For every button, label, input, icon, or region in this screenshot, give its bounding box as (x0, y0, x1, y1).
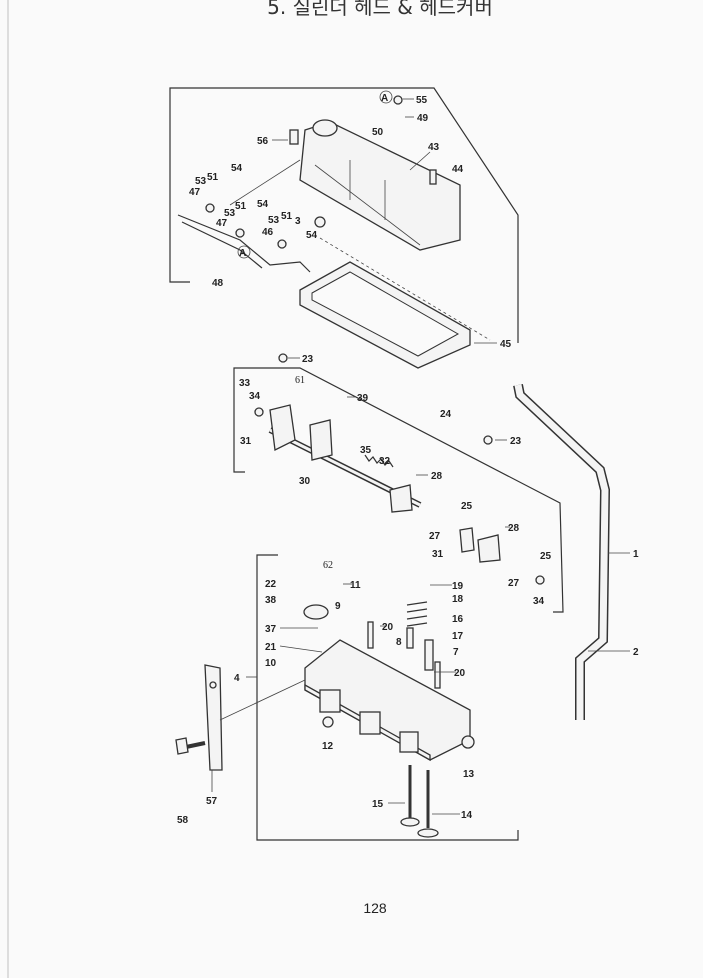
part-label: 3 (295, 216, 301, 227)
part-label: 13 (463, 769, 475, 780)
part-label: 2 (633, 647, 639, 658)
part-label: 16 (452, 614, 464, 625)
part-label: 28 (431, 471, 443, 482)
part-label: 58 (177, 815, 189, 826)
part-label: A (239, 248, 246, 259)
part-label: 47 (216, 218, 228, 229)
part-label: 10 (265, 658, 277, 669)
part-label: 39 (357, 393, 369, 404)
part-label: 8 (396, 637, 402, 648)
part-label: 15 (372, 799, 384, 810)
part-label: 53 (224, 208, 236, 219)
part-label: 55 (416, 95, 428, 106)
part-label: 22 (265, 579, 277, 590)
part-label: 4 (234, 673, 240, 684)
part-label: 34 (533, 596, 545, 607)
part-label: A (381, 93, 388, 104)
part-label: 12 (322, 741, 334, 752)
part-labels: 55 49 50 A 56 43 44 54 53 51 47 51 53 47… (177, 93, 639, 826)
part-label: 28 (508, 523, 520, 534)
part-label: 51 (281, 211, 293, 222)
part-label: 27 (508, 578, 520, 589)
part-label: 18 (452, 594, 464, 605)
page-title: 5. 실린더 헤드 & 헤드커버 (267, 0, 493, 19)
bracket-and-bolt (175, 664, 306, 771)
part-label: 20 (454, 668, 466, 679)
part-label: 33 (239, 378, 251, 389)
part-label: 17 (452, 631, 464, 642)
part-label: 23 (302, 354, 314, 365)
part-label: 11 (350, 580, 361, 591)
head-group-bracket (256, 554, 519, 841)
part-label: 57 (206, 796, 218, 807)
part-label: 50 (372, 127, 384, 138)
part-label: 38 (265, 595, 277, 606)
part-label: 56 (257, 136, 269, 147)
cylinder-head (303, 601, 475, 762)
part-label: 20 (382, 622, 394, 633)
part-label: 37 (265, 624, 277, 635)
head-cover-gasket (299, 261, 471, 369)
part-label: 43 (428, 142, 440, 153)
part-label: 9 (335, 601, 341, 612)
part-label: 47 (189, 187, 201, 198)
part-label: 54 (231, 163, 243, 174)
part-label: 1 (633, 549, 639, 560)
part-label: 31 (240, 436, 252, 447)
part-label: 51 (207, 172, 219, 183)
part-label: 27 (429, 531, 441, 542)
head-cover (299, 119, 461, 251)
lever-assembly (177, 95, 403, 273)
part-label: 34 (249, 391, 261, 402)
part-label: 46 (262, 227, 274, 238)
rocker-shaft-assembly (254, 353, 545, 585)
part-label: 54 (257, 199, 269, 210)
cover-group-bracket (169, 87, 519, 343)
part-label: 61 (295, 375, 305, 386)
part-label: 44 (452, 164, 464, 175)
part-label: 53 (268, 215, 280, 226)
part-label: 48 (212, 278, 224, 289)
part-label: 53 (195, 176, 207, 187)
part-label: 51 (235, 201, 247, 212)
page-number: 128 (363, 900, 387, 916)
part-label: 45 (500, 339, 512, 350)
part-label: 62 (323, 560, 333, 571)
part-label: 24 (440, 409, 452, 420)
part-label: 54 (306, 230, 318, 241)
valves (400, 765, 439, 838)
rocker-group-bracket (233, 367, 564, 613)
part-label: 25 (461, 501, 473, 512)
part-label: 35 (360, 445, 372, 456)
part-label: 49 (417, 113, 429, 124)
leader-lines (211, 98, 630, 815)
part-label: 25 (540, 551, 552, 562)
part-label: 31 (432, 549, 444, 560)
part-label: 23 (510, 436, 522, 447)
part-label: 7 (453, 647, 459, 658)
part-label: 14 (461, 810, 473, 821)
part-label: 30 (299, 476, 311, 487)
part-label: 32 (379, 456, 391, 467)
part-label: 19 (452, 581, 464, 592)
part-label: 21 (265, 642, 277, 653)
